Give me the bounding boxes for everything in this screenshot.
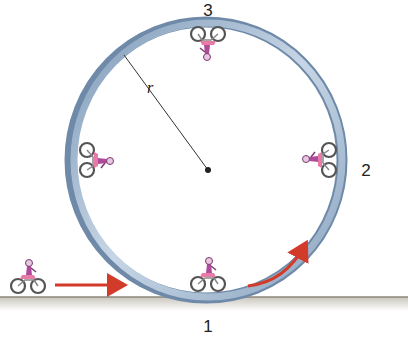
center-dot <box>205 167 211 173</box>
motorcycle <box>11 260 45 294</box>
loop-surface <box>74 23 342 297</box>
position-number: 1 <box>203 318 212 335</box>
motorcycle <box>303 143 337 177</box>
loop-band <box>70 22 342 298</box>
radius-line <box>124 55 208 170</box>
motorcycle <box>191 258 225 292</box>
radius-label: r <box>147 80 153 96</box>
position-number: 3 <box>203 2 212 19</box>
motion-arrow <box>248 245 305 286</box>
motorcycle <box>80 143 114 177</box>
motorcycle <box>191 27 225 61</box>
position-number: 2 <box>361 162 370 179</box>
motion-arrow <box>55 284 122 287</box>
